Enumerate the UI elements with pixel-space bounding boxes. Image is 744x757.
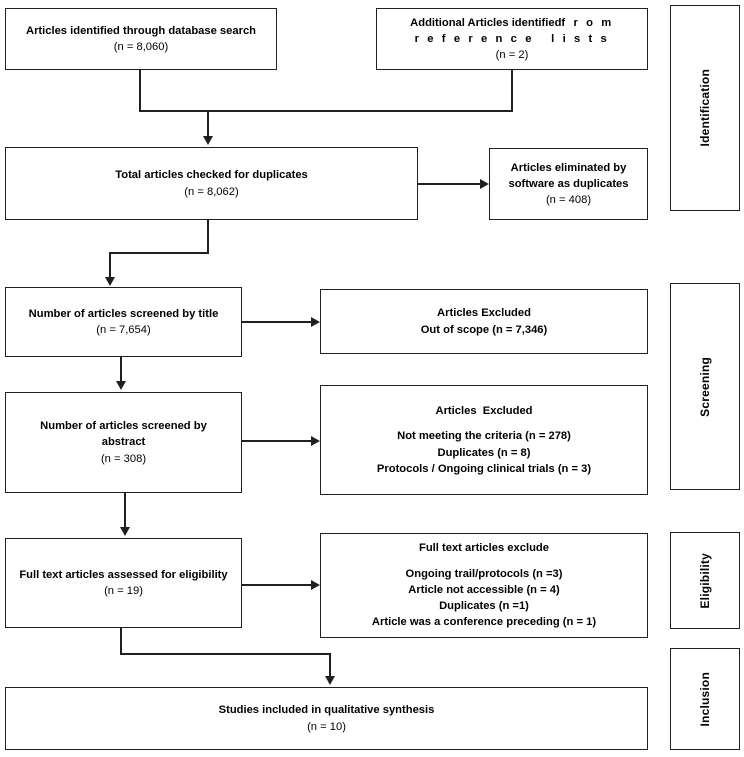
excluded-abstract-reason-1: Not meeting the criteria (n = 278) — [397, 430, 571, 443]
phase-label-identification: Identification — [670, 5, 740, 211]
reference-lists-line2: r e f e r e n c e l i s t s — [414, 32, 610, 45]
arrowhead-to-fulltext-excluded — [311, 579, 320, 590]
box-included-synthesis: Studies included in qualitative synthesi… — [5, 687, 648, 750]
excluded-abstract-reason-2: Duplicates (n = 8) — [437, 446, 531, 459]
fulltext-assessed-count: (n = 19) — [104, 585, 143, 597]
arrowhead-to-excluded-title — [311, 316, 320, 327]
excluded-title-reason: Out of scope (n = 7,346) — [420, 323, 548, 336]
phase-label-screening: Screening — [670, 283, 740, 490]
connector-abstract-to-excluded — [242, 440, 312, 442]
connector-step-down-to-title — [109, 252, 111, 278]
arrowhead-to-excluded-abstract — [311, 435, 320, 446]
connector-abstract-down — [124, 493, 126, 529]
screened-title-count: (n = 7,654) — [96, 324, 151, 336]
connector-merge-horizontal — [139, 110, 513, 112]
fulltext-excluded-reason-2: Article not accessible (n = 4) — [408, 583, 560, 596]
connector-fulltext-down — [120, 628, 122, 655]
included-synthesis-count: (n = 10) — [307, 720, 346, 733]
connector-fulltext-step-horizontal — [120, 653, 331, 655]
connector-step-down-to-included — [329, 653, 331, 678]
total-duplicates-line1: Total articles checked for duplicates — [115, 169, 308, 182]
box-eliminated-software: Articles eliminated by software as dupli… — [489, 148, 648, 220]
box-total-duplicates-check: Total articles checked for duplicates (n… — [5, 147, 418, 220]
screened-abstract-count: (n = 308) — [100, 452, 147, 465]
eliminated-software-line1: Articles eliminated by — [510, 161, 627, 174]
connector-merge-down — [207, 110, 209, 138]
fulltext-excluded-heading: Full text articles exclude — [419, 542, 549, 555]
screened-abstract-line2: abstract — [101, 436, 146, 449]
reference-lists-line1: Additional Articles identifiedf r o m — [410, 16, 614, 29]
phase-label-eligibility: Eligibility — [670, 532, 740, 629]
total-duplicates-count: (n = 8,062) — [184, 185, 239, 198]
fulltext-excluded-reason-1: Ongoing trail/protocols (n =3) — [405, 567, 563, 580]
excluded-abstract-heading: Articles Excluded — [435, 405, 533, 418]
fulltext-excluded-reason-4: Article was a conference preceding (n = … — [371, 616, 597, 629]
box-excluded-title: Articles Excluded Out of scope (n = 7,34… — [320, 289, 648, 354]
arrowhead-to-screened-abstract — [115, 381, 126, 390]
arrowhead-to-eliminated — [480, 178, 489, 189]
reference-lists-count: (n = 2) — [495, 49, 529, 62]
phase-screening-text: Screening — [698, 356, 712, 417]
eliminated-software-line2: software as duplicates — [508, 177, 629, 190]
arrowhead-to-fulltext-assessed — [119, 527, 130, 536]
box-screened-title: Number of articles screened by title (n … — [5, 287, 242, 357]
database-search-count: (n = 8,060) — [113, 41, 169, 53]
box-fulltext-assessed: Full text articles assessed for eligibil… — [5, 538, 242, 628]
connector-title-to-excluded — [242, 321, 312, 323]
arrowhead-to-included-synthesis — [324, 676, 335, 685]
box-screened-abstract: Number of articles screened by abstract … — [5, 392, 242, 493]
phase-inclusion-text: Inclusion — [698, 671, 712, 727]
phase-identification-text: Identification — [698, 69, 712, 147]
arrowhead-to-screened-title — [104, 277, 115, 286]
fulltext-excluded-reason-3: Duplicates (n =1) — [439, 600, 529, 613]
connector-fulltext-to-excluded — [242, 584, 312, 586]
connector-total-to-eliminated — [418, 183, 481, 185]
screened-abstract-line1: Number of articles screened by — [40, 420, 207, 433]
arrowhead-to-total-duplicates — [202, 136, 213, 145]
screened-title-line1: Number of articles screened by title — [28, 307, 219, 320]
eliminated-software-count: (n = 408) — [545, 194, 592, 207]
box-reference-lists: Additional Articles identifiedf r o m r … — [376, 8, 648, 70]
excluded-title-heading: Articles Excluded — [437, 307, 531, 320]
phase-eligibility-text: Eligibility — [698, 552, 712, 609]
database-search-line1: Articles identified through database sea… — [25, 24, 257, 37]
phase-label-inclusion: Inclusion — [670, 648, 740, 750]
connector-ref-down — [511, 70, 513, 112]
connector-total-down — [207, 220, 209, 254]
connector-db-down — [139, 70, 141, 112]
fulltext-assessed-line1: Full text articles assessed for eligibil… — [19, 568, 228, 581]
connector-title-down — [120, 357, 122, 383]
box-excluded-abstract: Articles Excluded Not meeting the criter… — [320, 385, 648, 495]
excluded-abstract-reason-3: Protocols / Ongoing clinical trials (n =… — [376, 462, 592, 475]
connector-total-step-horizontal — [109, 252, 209, 254]
box-database-search: Articles identified through database sea… — [5, 8, 277, 70]
included-synthesis-line1: Studies included in qualitative synthesi… — [218, 704, 435, 717]
box-fulltext-excluded: Full text articles exclude Ongoing trail… — [320, 533, 648, 638]
